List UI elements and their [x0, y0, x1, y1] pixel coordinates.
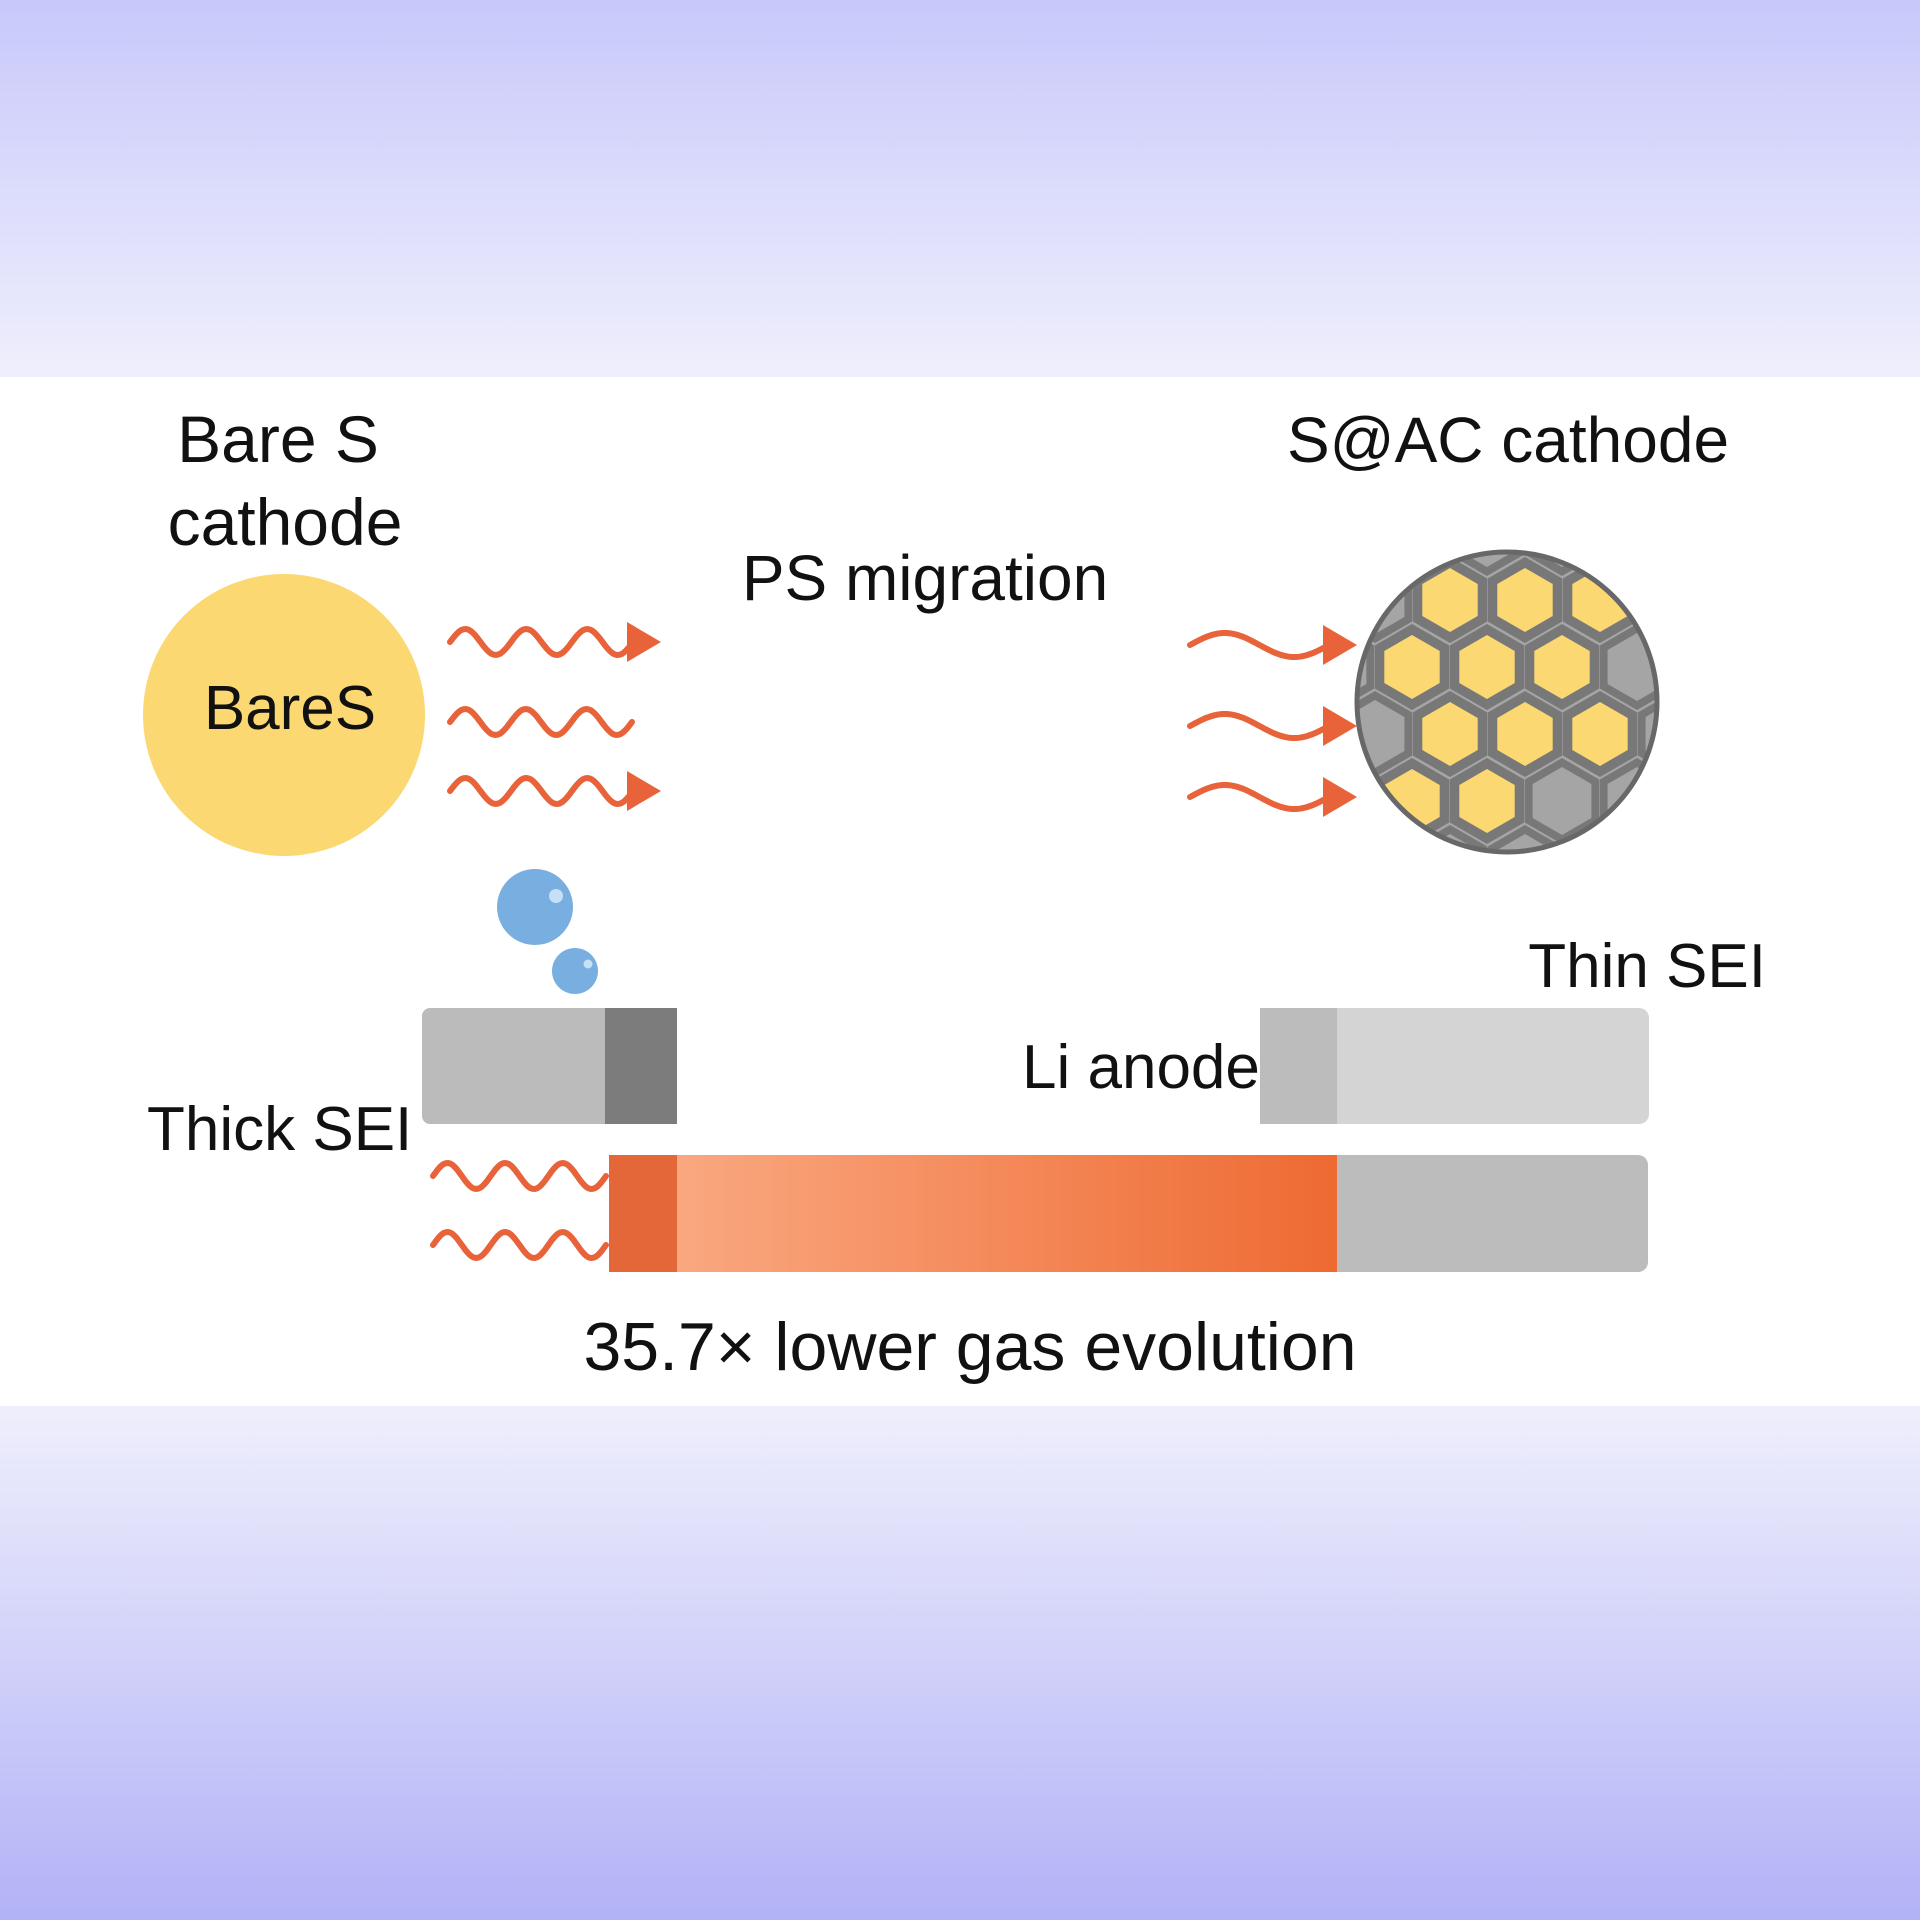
empty-pore: [1683, 499, 1742, 567]
pore-wall: [1713, 557, 1787, 643]
pore-wall: [1263, 825, 1337, 911]
bare-sulfur-particle: [143, 574, 425, 856]
thick-sei-label: Thick SEI: [147, 1095, 412, 1164]
background-bottom: [0, 1406, 1920, 1920]
wavy-line: [430, 1228, 609, 1262]
pore-wall: [1637, 557, 1656, 643]
pore-wall: [1358, 553, 1375, 576]
empty-pore: [1721, 566, 1780, 634]
wavy-line: [430, 1159, 609, 1193]
arrowhead-icon: [1323, 706, 1357, 746]
empty-pore: [1358, 553, 1367, 567]
empty-pore: [1532, 767, 1592, 835]
empty-pore: [1683, 767, 1742, 835]
sac-cathode-title: S@AC cathode: [1287, 404, 1729, 476]
arrowhead-icon: [627, 771, 661, 811]
empty-pore: [1233, 499, 1292, 567]
wavy-arrow: [1187, 782, 1332, 812]
pore-wall: [1599, 553, 1656, 576]
pore-wall: [1637, 825, 1656, 851]
wavy-arrow: [447, 774, 636, 808]
pore-wall: [1713, 691, 1787, 777]
empty-pore: [1382, 553, 1442, 567]
li-anode-thick-sei: [422, 1008, 677, 1124]
gas-bubble-small: [552, 948, 598, 994]
pore-wall: [1374, 553, 1450, 576]
empty-pore: [1721, 700, 1780, 768]
sulfur-filled-pore: [1497, 702, 1553, 766]
wavy-arrow: [447, 625, 636, 659]
bare-s-particle-label: BareS: [204, 674, 376, 743]
empty-pore: [1721, 834, 1780, 902]
polysulfide-wave-arrows: [430, 622, 1357, 1262]
bare-s-title-line1: Bare S: [177, 402, 379, 476]
ps-migration-label: PS migration: [742, 542, 1108, 614]
empty-pore: [1683, 633, 1742, 701]
empty-pore: [1271, 566, 1330, 634]
bare-s-title-line2: cathode: [168, 485, 403, 559]
bubble-highlight-icon: [583, 959, 593, 969]
arrowhead-icon: [1323, 777, 1357, 817]
empty-pore: [1271, 834, 1330, 902]
pore-wall: [1675, 490, 1749, 576]
gas-evolution-caption: 35.7× lower gas evolution: [583, 1309, 1356, 1385]
pore-wall: [1675, 758, 1749, 844]
thin-sei-label: Thin SEI: [1528, 932, 1766, 1001]
arrowhead-icon: [627, 622, 661, 662]
sulfur-filled-pore: [1572, 702, 1628, 766]
pore-wall: [1675, 624, 1749, 710]
empty-pore: [1570, 834, 1630, 851]
gas-evolution-bar: [609, 1155, 1648, 1272]
pore-wall: [1225, 490, 1299, 576]
sulfur-filled-pore: [1422, 702, 1478, 766]
empty-pore: [1645, 834, 1656, 851]
empty-pore: [1607, 553, 1656, 567]
arrowhead-icon: [1323, 625, 1357, 665]
sulfur-filled-pore: [1459, 769, 1515, 833]
sac-porous-carbon-particle: [1225, 490, 1787, 911]
sulfur-filled-pore: [1459, 635, 1515, 699]
sulfur-filled-pore: [1497, 568, 1553, 632]
wavy-arrow: [1187, 711, 1332, 741]
bubble-highlight-icon: [549, 889, 563, 903]
li-anode-label: Li anode: [1022, 1033, 1260, 1102]
sulfur-filled-pore: [1534, 635, 1590, 699]
pore-wall: [1713, 825, 1787, 911]
wavy-line: [447, 705, 635, 739]
empty-pore: [1645, 566, 1656, 634]
sulfur-filled-pore: [1384, 635, 1440, 699]
pore-wall: [1358, 825, 1413, 851]
empty-pore: [1358, 834, 1405, 851]
wavy-arrow: [1187, 630, 1332, 660]
li-anode-thin-sei: [1260, 1008, 1649, 1124]
gas-bubble-large: [497, 869, 573, 945]
background-top: [0, 0, 1920, 377]
sulfur-filled-pore: [1422, 568, 1478, 632]
